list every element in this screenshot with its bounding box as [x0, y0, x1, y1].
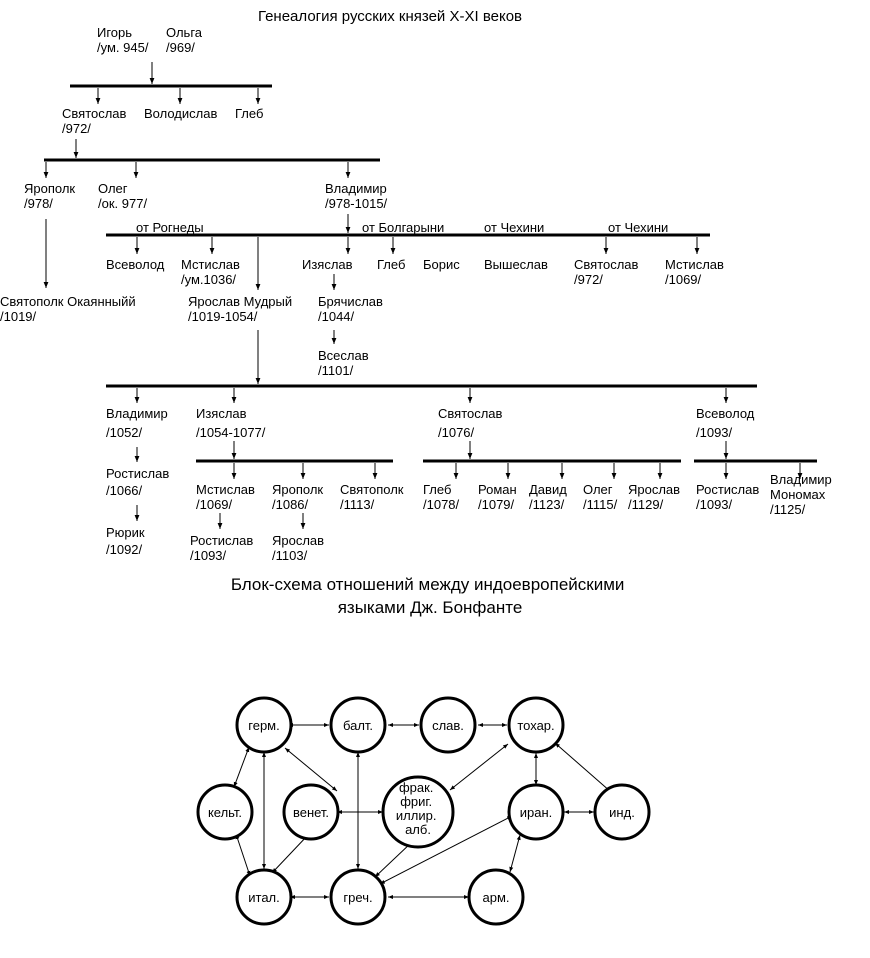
person-yaroslav: Ярослав/1129/ — [628, 482, 680, 512]
person-boris: Борис — [423, 257, 460, 272]
person-svyatoslav: Святослав/1076/ — [438, 406, 503, 440]
node-circle — [467, 868, 525, 926]
person-vseslav: Всеслав/1101/ — [318, 348, 369, 378]
scheme-labels: герм. балт. слав. тохар. кельт. венет. ф… — [208, 718, 635, 905]
mother-label: от Чехини — [608, 220, 668, 235]
scheme-edges — [233, 723, 612, 899]
node-frak: фрак. фриг. иллир. алб. — [396, 780, 440, 837]
person-david: Давид/1123/ — [529, 482, 567, 512]
language-scheme: Блок-схема отношений между индоевропейск… — [196, 575, 651, 926]
node-circle — [235, 696, 293, 754]
person-mstislav: Мстислав/1069/ — [665, 257, 724, 287]
scheme-nodes — [196, 696, 651, 926]
mother-label: от Болгарыни — [362, 220, 444, 235]
person-vysheslav: Вышеслав — [484, 257, 548, 272]
node-circle — [329, 696, 387, 754]
genealogy-tree: Генеалогия русских князей X-XI веков — [0, 8, 832, 563]
person-yaroslav: Ярослав/1103/ — [272, 533, 324, 563]
node-circle — [419, 696, 477, 754]
node-circle — [329, 868, 387, 926]
node-slav: слав. — [432, 718, 464, 733]
person-gleb: Глеб/1078/ — [423, 482, 460, 512]
person-svyatopolk: Святополк Окаянныйй/1019/ — [0, 294, 136, 324]
genealogy-nodes: Игорь/ум. 945/ Ольга/969/ Святослав/972/… — [0, 25, 832, 563]
person-mstislav: Мстислав/1069/ — [196, 482, 255, 512]
person-oleg: Олег/ок. 977/ — [98, 181, 147, 211]
node-kelt: кельт. — [208, 805, 242, 820]
person-mstislav: Мстислав/ум.1036/ — [181, 257, 240, 287]
node-circle — [282, 783, 340, 841]
node-grech: греч. — [343, 890, 372, 905]
node-venet: венет. — [293, 805, 329, 820]
person-gleb: Глеб — [377, 257, 405, 272]
person-vladimir: Владимир/978-1015/ — [325, 181, 388, 211]
scheme-title: Блок-схема отношений между индоевропейск… — [231, 575, 629, 617]
person-svyatoslav: Святослав/972/ — [574, 257, 639, 287]
node-circle — [507, 783, 565, 841]
node-circle — [507, 696, 565, 754]
person-yaropolk: Ярополк/978/ — [24, 181, 75, 211]
person-oleg: Олег/1115/ — [583, 482, 618, 512]
node-circle — [235, 868, 293, 926]
node-germ: герм. — [248, 718, 279, 733]
node-circle — [593, 783, 651, 841]
genealogy-lines — [43, 62, 817, 529]
person-gleb: Глеб — [235, 106, 263, 121]
node-circle — [381, 775, 455, 849]
node-ital: итал. — [248, 890, 280, 905]
person-roman: Роман/1079/ — [478, 482, 517, 512]
node-balt: балт. — [343, 718, 373, 733]
person-rostislav: Ростислав/1093/ — [696, 482, 759, 512]
person-yaropolk: Ярополк/1086/ — [272, 482, 323, 512]
mother-labels: от Рогнеды от Болгарыни от Чехини от Чех… — [136, 220, 668, 235]
person-svyatoslav: Святослав/972/ — [62, 106, 127, 136]
person-bryachislav: Брячислав/1044/ — [318, 294, 383, 324]
genealogy-title: Генеалогия русских князей X-XI веков — [258, 8, 522, 25]
person-vsevolod: Всеволод/1093/ — [696, 406, 755, 440]
person-rostislav: Ростислав/1093/ — [190, 533, 253, 563]
person-igor: Игорь/ум. 945/ — [97, 25, 149, 55]
person-ryurik: Рюрик/1092/ — [106, 525, 145, 557]
person-vsevolod: Всеволод — [106, 257, 165, 272]
node-circle — [196, 783, 254, 841]
node-ind: инд. — [609, 805, 635, 820]
mother-label: от Рогнеды — [136, 220, 204, 235]
node-arm: арм. — [482, 890, 509, 905]
node-iran: иран. — [520, 805, 553, 820]
person-yaroslav-mudry: Ярослав Мудрый/1019-1054/ — [188, 294, 292, 324]
person-izyaslav: Изяслав — [302, 257, 353, 272]
person-svyatopolk: Святополк/1113/ — [340, 482, 404, 512]
scheme-edges-oneway — [271, 834, 413, 878]
node-tokhar: тохар. — [517, 718, 554, 733]
person-olga: Ольга/969/ — [166, 25, 203, 55]
person-vladimir: Владимир/1052/ — [106, 406, 168, 440]
person-volodislav: Володислав — [144, 106, 217, 121]
person-rostislav: Ростислав/1066/ — [106, 466, 169, 498]
person-izyaslav: Изяслав/1054-1077/ — [196, 406, 266, 440]
mother-label: от Чехини — [484, 220, 544, 235]
